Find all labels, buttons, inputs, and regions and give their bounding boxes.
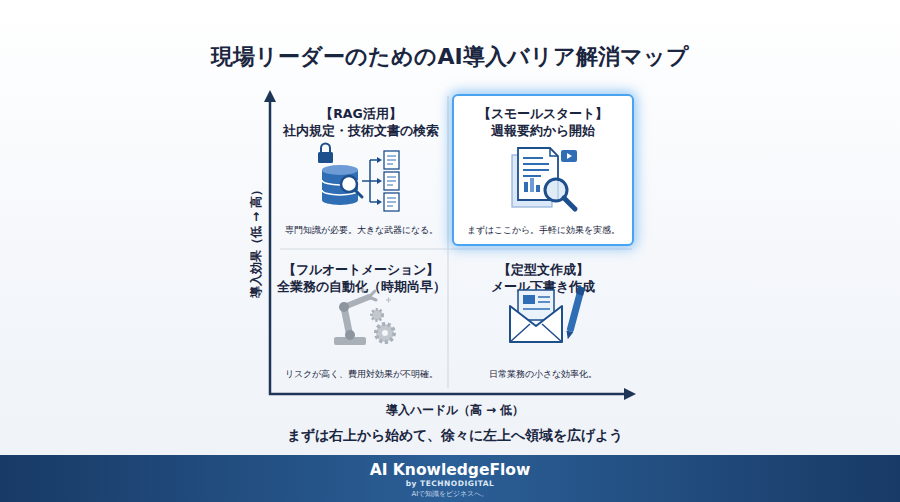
quadrant-note: 日常業務の小さな効率化。	[452, 369, 634, 380]
quadrant-title: メール下書き作成	[452, 279, 634, 295]
quadrant-box: 【フルオートメーション】全業務の自動化（時期尚早） リスクが高く、費用対効果が不明…	[276, 252, 446, 388]
category-label: 【RAG活用】	[276, 106, 446, 122]
footer-band: AI KnowledgeFlowby TECHNODIGITAL AIで知識をビジ…	[0, 455, 900, 502]
caption: まずは右上から始めて、徐々に左上へ領域を広げよう	[200, 427, 710, 445]
quadrant-box: 【RAG活用】社内規定・技術文書の検索専門知識が必要。大きな武器になる。	[276, 96, 446, 244]
quadrant-title: 週報要約から開始	[454, 123, 632, 139]
category-label: 【スモールスタート】	[454, 106, 632, 122]
diagram-title: 現場リーダーのためのAI導入バリア解消マップ	[0, 42, 900, 72]
axis-label: 導入ハードル（高 → 低）	[386, 402, 524, 419]
quadrant-title: 全業務の自動化（時期尚早）	[276, 279, 446, 295]
brand-byline: by TECHNODIGITAL	[0, 479, 900, 488]
quadrant-note: リスクが高く、費用対効果が不明確。	[276, 369, 446, 380]
quadrant-box: 【定型文作成】メール下書き作成日常業務の小さな効率化。	[452, 252, 634, 388]
category-label: 【フルオートメーション】	[276, 262, 446, 278]
quadrant-note: まずはここから。手軽に効果を実感。	[454, 225, 632, 236]
email-icon	[510, 286, 585, 342]
quadrant-title: 社内規定・技術文書の検索	[276, 123, 446, 139]
quadrant-note: 専門知識が必要。大きな武器になる。	[276, 225, 446, 236]
database-icon	[318, 144, 399, 212]
robot-arm-icon	[334, 287, 394, 345]
highlight-quadrant: 【スモールスタート】週報要約から開始まずはここから。手軽に効果を実感。	[452, 94, 634, 246]
brand-name: AI KnowledgeFlow	[0, 461, 900, 480]
category-label: 【定型文作成】	[452, 262, 634, 278]
axis-label: 導入効果（低 → 高）	[248, 184, 265, 298]
axis-arrows	[264, 90, 636, 400]
brand-tagline: AIで知識をビジネスへ。	[0, 490, 900, 499]
